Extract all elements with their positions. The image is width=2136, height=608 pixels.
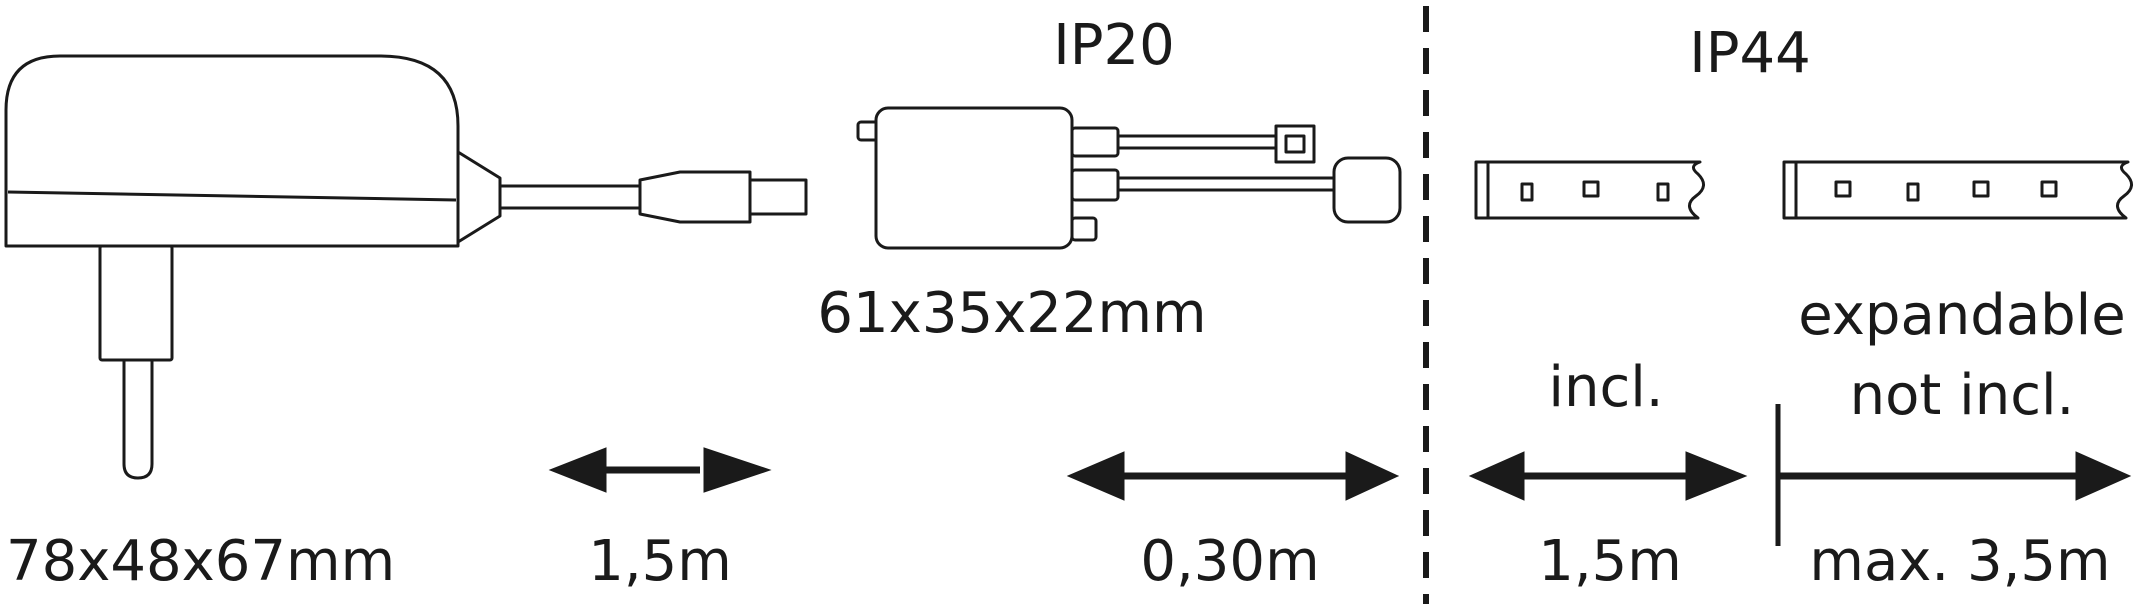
cable-length-arrow-power [548,447,772,493]
cable-length-arrow-controller [1066,451,1400,501]
strip-max-length-label: max. 3,5m [1809,529,2111,594]
strip-length-arrow-included [1468,451,1748,501]
strip-included-length-label: 1,5m [1538,529,1682,594]
strip-not-included-label: not incl. [1849,363,2075,428]
led-strip-extension-icon [1782,160,2133,220]
ip44-rating-label: IP44 [1689,21,1811,86]
led-strip-included-icon [1474,160,1705,220]
strip-length-arrow-extension [1775,404,2132,546]
ip20-rating-label: IP20 [1053,13,1175,78]
strip-included-label: incl. [1548,355,1664,420]
power-supply-dimensions-label: 78x48x67mm [6,529,396,594]
power-adapter-icon [4,54,808,480]
controller-box-icon [856,106,1402,250]
controller-dimensions-label: 61x35x22mm [817,281,1207,346]
power-cable-length-label: 1,5m [588,529,732,594]
strip-expandable-label: expandable [1798,283,2126,348]
controller-cable-length-label: 0,30m [1140,529,1320,594]
